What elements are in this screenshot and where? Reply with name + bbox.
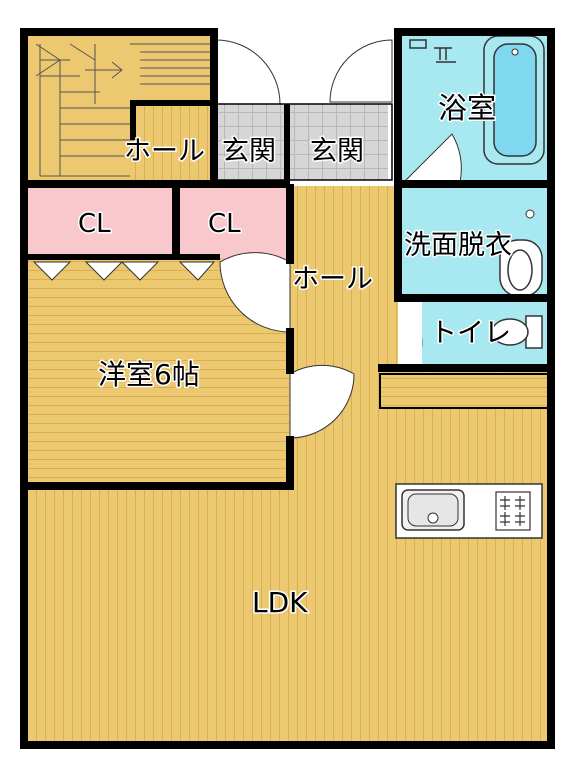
room-label-hall-upper: ホール — [124, 136, 205, 167]
room-label-closet-1: CL — [78, 209, 111, 239]
entrance-tile-1 — [216, 104, 286, 180]
entrance-door-1[interactable] — [215, 39, 281, 105]
ldk-door[interactable] — [289, 364, 355, 439]
room-label-closet-2: CL — [208, 209, 241, 239]
closet-2-floor — [178, 186, 286, 258]
room-label-entrance-1: 玄関 — [222, 136, 276, 167]
room-label-ldk: LDK — [252, 586, 308, 619]
room-label-toilet: トイレ — [430, 318, 511, 349]
hall-upper-floor — [134, 104, 216, 182]
shower-icon — [409, 39, 456, 63]
closet-1-floor — [26, 186, 174, 258]
room-label-entrance-2: 玄関 — [310, 136, 364, 167]
stairs-icon — [35, 43, 210, 177]
entrance-tile-2 — [290, 104, 388, 180]
room-label-bathroom: 浴室 — [438, 91, 496, 125]
western-room-door[interactable] — [219, 252, 291, 333]
hall-mid-floor — [290, 186, 398, 370]
room-label-washroom: 洗面脱衣 — [404, 230, 512, 261]
room-label-hall-mid: ホール — [292, 264, 373, 295]
walls — [20, 28, 555, 749]
kitchen-sink-icon — [401, 489, 465, 531]
gas-stove-icon — [495, 491, 531, 531]
room-label-western-room: 洋室6帖 — [98, 358, 200, 391]
bathtub-icon — [483, 35, 545, 165]
toilet-icon — [491, 315, 543, 349]
counter-shelf — [379, 373, 549, 409]
entrance-door-2[interactable] — [329, 39, 393, 103]
